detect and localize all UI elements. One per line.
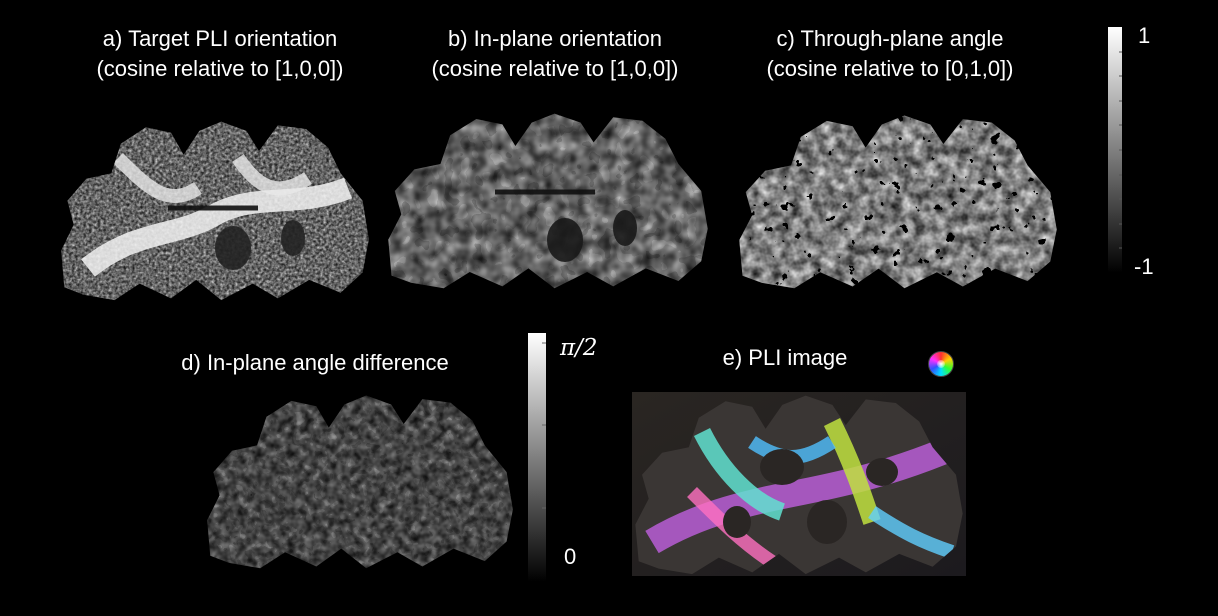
panel-b-image	[388, 113, 708, 289]
colorbar-top-max-label: 1	[1138, 23, 1151, 48]
panel-c-title-line1: c) Through-plane angle	[776, 26, 1004, 51]
panel-a-title: a) Target PLI orientation (cosine relati…	[70, 24, 370, 84]
colorbar-bottom-min-label: 0	[564, 544, 577, 569]
panel-a-image	[61, 121, 369, 301]
panel-b-title: b) In-plane orientation (cosine relative…	[405, 24, 705, 84]
panel-a-title-line1: a) Target PLI orientation	[102, 26, 338, 51]
panel-d-image	[207, 395, 513, 569]
panel-e-image	[632, 392, 966, 576]
panel-a-title-line2: (cosine relative to [1,0,0])	[96, 56, 344, 81]
colorbar-bottom	[528, 333, 546, 582]
panel-c-image	[739, 115, 1057, 289]
colorbar-bottom-max-label: π/2	[560, 335, 598, 361]
colorbar-top	[1108, 27, 1122, 273]
panel-d-title: d) In-plane angle difference	[181, 350, 449, 375]
panel-e-title: e) PLI image	[722, 345, 848, 370]
panel-b-title-line2: (cosine relative to [1,0,0])	[431, 56, 679, 81]
colorbar-top-min-label: -1	[1134, 254, 1154, 279]
panel-b-title-line1: b) In-plane orientation	[447, 26, 663, 51]
color-wheel-icon	[928, 351, 954, 377]
panel-c-title: c) Through-plane angle (cosine relative …	[740, 24, 1040, 84]
panel-c-title-line2: (cosine relative to [0,1,0])	[766, 56, 1014, 81]
